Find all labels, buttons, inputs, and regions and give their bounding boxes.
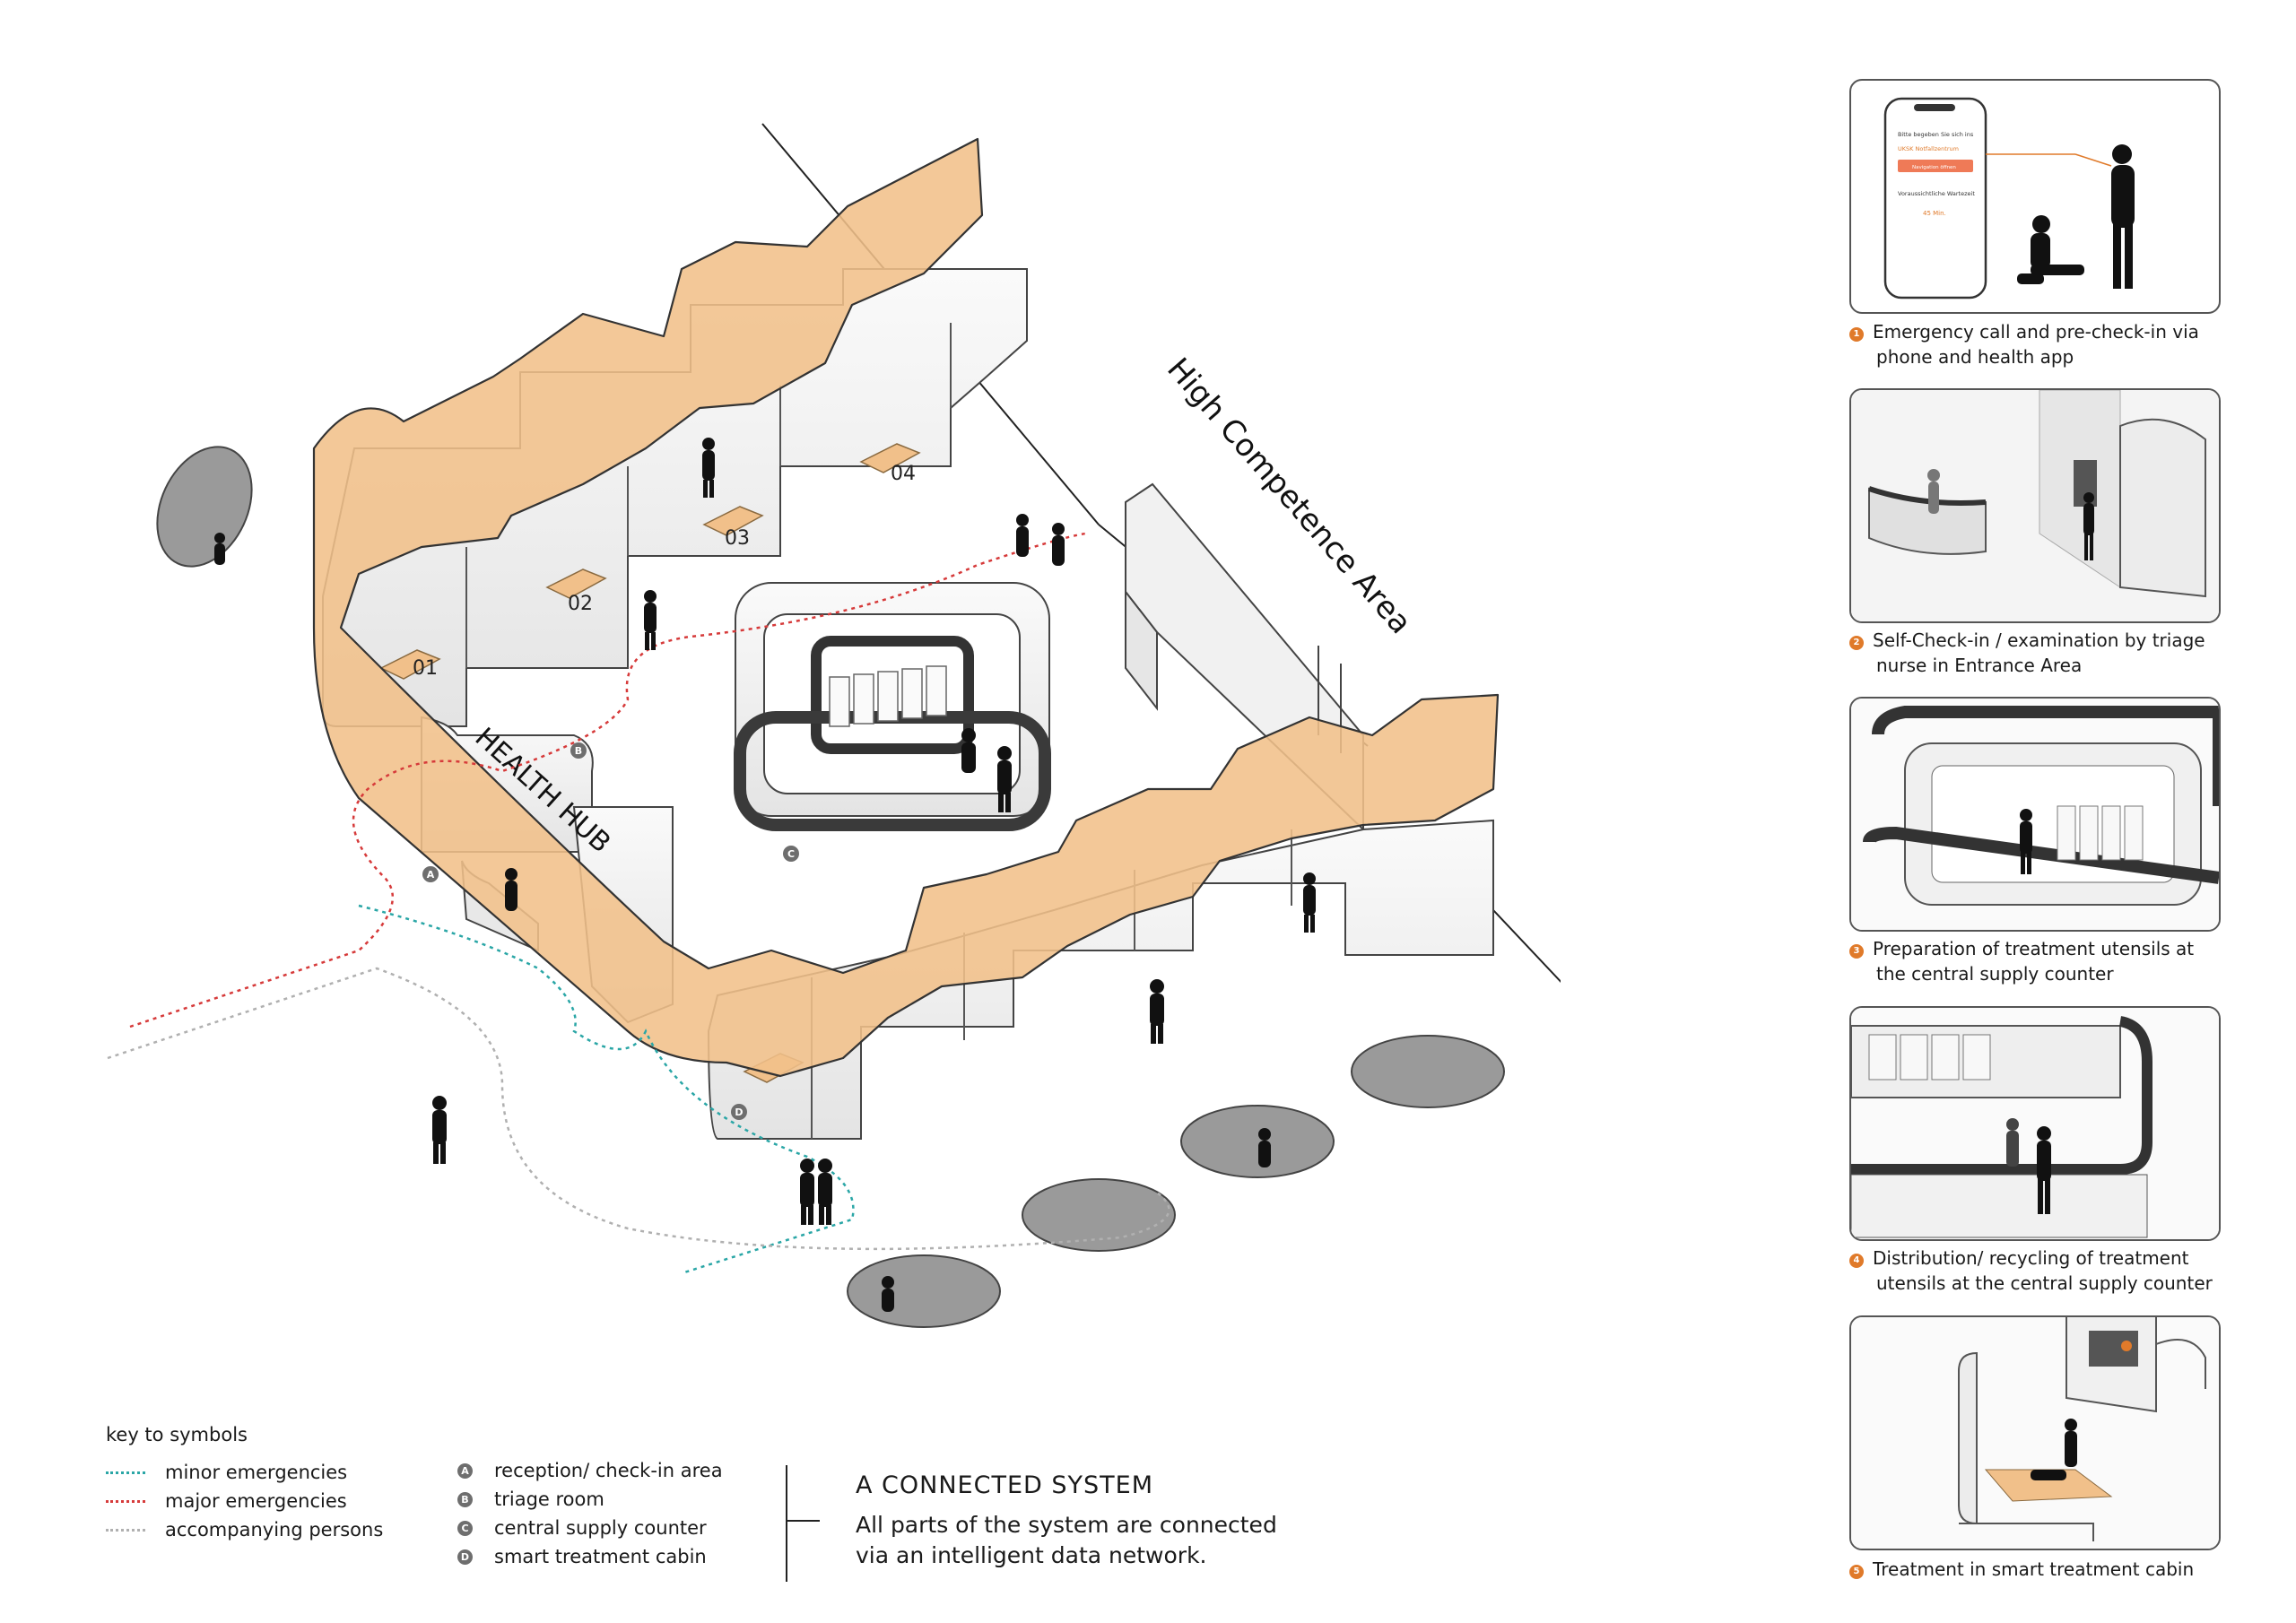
step-2-panel [1849, 388, 2221, 623]
room-02-label: 02 [568, 593, 593, 615]
legend-label: major emergencies [165, 1490, 347, 1512]
legend-symbol-d: D smart treatment cabin [457, 1544, 707, 1569]
step-2-number: 2 [1849, 636, 1864, 650]
marker-d: D [731, 1104, 747, 1120]
legend-title: key to symbols [106, 1424, 248, 1445]
badge-b: B [457, 1491, 473, 1507]
connected-line-1: All parts of the system are connected [856, 1512, 1277, 1538]
svg-text:A: A [427, 869, 435, 881]
svg-text:B: B [575, 745, 582, 757]
marker-c: C [783, 846, 799, 862]
doctor-person-icon [2065, 1419, 2077, 1467]
phone-line-2: UKSK Notfallzentrum [1898, 145, 1959, 152]
legend-label: minor emergencies [165, 1462, 348, 1483]
step-4-illustration [1851, 1008, 2219, 1239]
people-silhouettes [214, 438, 1316, 1312]
step-4-number: 4 [1849, 1254, 1864, 1268]
phone-nav-button[interactable] [1898, 160, 1973, 172]
clinician-person-icon [2037, 1126, 2051, 1214]
badge-c: C [457, 1520, 473, 1536]
room-04-label: 04 [891, 463, 916, 485]
legend-symbol-label: triage room [494, 1488, 604, 1510]
badge-d: D [457, 1549, 473, 1565]
legend-accompanying-persons: accompanying persons [106, 1517, 383, 1542]
zigzag-roof [312, 137, 1500, 1078]
legend-minor-emergencies: minor emergencies [106, 1460, 347, 1485]
step-1-panel: Bitte begeben Sie sich ins UKSK Notfallz… [1849, 79, 2221, 314]
path-accompanying-persons [107, 967, 1170, 1251]
legend-symbol-label: smart treatment cabin [494, 1546, 707, 1567]
minor-line-swatch [106, 1471, 145, 1474]
step-3-panel [1849, 697, 2221, 932]
accompany-line-swatch [106, 1528, 145, 1532]
patient-person-icon [2083, 492, 2094, 560]
staff-person-icon [2006, 1118, 2019, 1167]
staff-person-icon [2020, 809, 2032, 874]
marker-a: A [422, 866, 439, 882]
legend: key to symbols minor emergencies major e… [106, 1424, 1379, 1603]
step-3-number: 3 [1849, 944, 1864, 959]
connector-bracket [786, 1465, 820, 1582]
svg-text:C: C [787, 848, 795, 860]
legend-symbol-b: B triage room [457, 1487, 604, 1512]
waiting-pods [156, 446, 1505, 1328]
legend-symbol-label: central supply counter [494, 1517, 707, 1539]
phone-wait-value: 45 Min. [1923, 210, 1946, 217]
badge-a: A [457, 1462, 473, 1479]
legend-symbol-a: A reception/ check-in area [457, 1458, 723, 1483]
nurse-person-icon [1927, 469, 1940, 514]
step-5-number: 5 [1849, 1565, 1864, 1579]
path-minor-emergencies [358, 904, 855, 1275]
standing-person-icon [2111, 144, 2135, 289]
connected-system-title: A CONNECTED SYSTEM [856, 1471, 1154, 1499]
step-1-illustration: Bitte begeben Sie sich ins UKSK Notfallz… [1883, 97, 2135, 299]
legend-label: accompanying persons [165, 1519, 384, 1541]
step-5-illustration [1851, 1317, 2219, 1549]
sitting-person-icon [2017, 215, 2084, 284]
path-major-emergencies [129, 532, 1086, 1028]
connected-system-text: All parts of the system are connected vi… [856, 1510, 1322, 1571]
patient-lying-icon [2031, 1470, 2066, 1480]
legend-symbol-c: C central supply counter [457, 1515, 707, 1541]
major-line-swatch [106, 1499, 145, 1503]
phone-line-1: Bitte begeben Sie sich ins [1898, 131, 1974, 138]
marker-b: B [570, 742, 587, 759]
room-03-label: 03 [725, 527, 750, 550]
step-2-illustration [1851, 390, 2219, 621]
step-1-number: 1 [1849, 327, 1864, 342]
room-01-label: 01 [413, 657, 438, 680]
connected-line-2: via an intelligent data network. [856, 1542, 1207, 1568]
legend-symbol-label: reception/ check-in area [494, 1460, 723, 1481]
phone-button-label: Navigation öffnen [1912, 165, 1956, 170]
step-5-panel [1849, 1315, 2221, 1550]
axonometric-diagram: High Competence Area HEA [107, 123, 1561, 1328]
phone-wait-label: Voraussichtliche Wartezeit [1898, 190, 1975, 197]
svg-text:D: D [735, 1107, 743, 1118]
step-3-illustration [1851, 699, 2219, 930]
legend-major-emergencies: major emergencies [106, 1488, 347, 1514]
step-4-panel [1849, 1006, 2221, 1241]
